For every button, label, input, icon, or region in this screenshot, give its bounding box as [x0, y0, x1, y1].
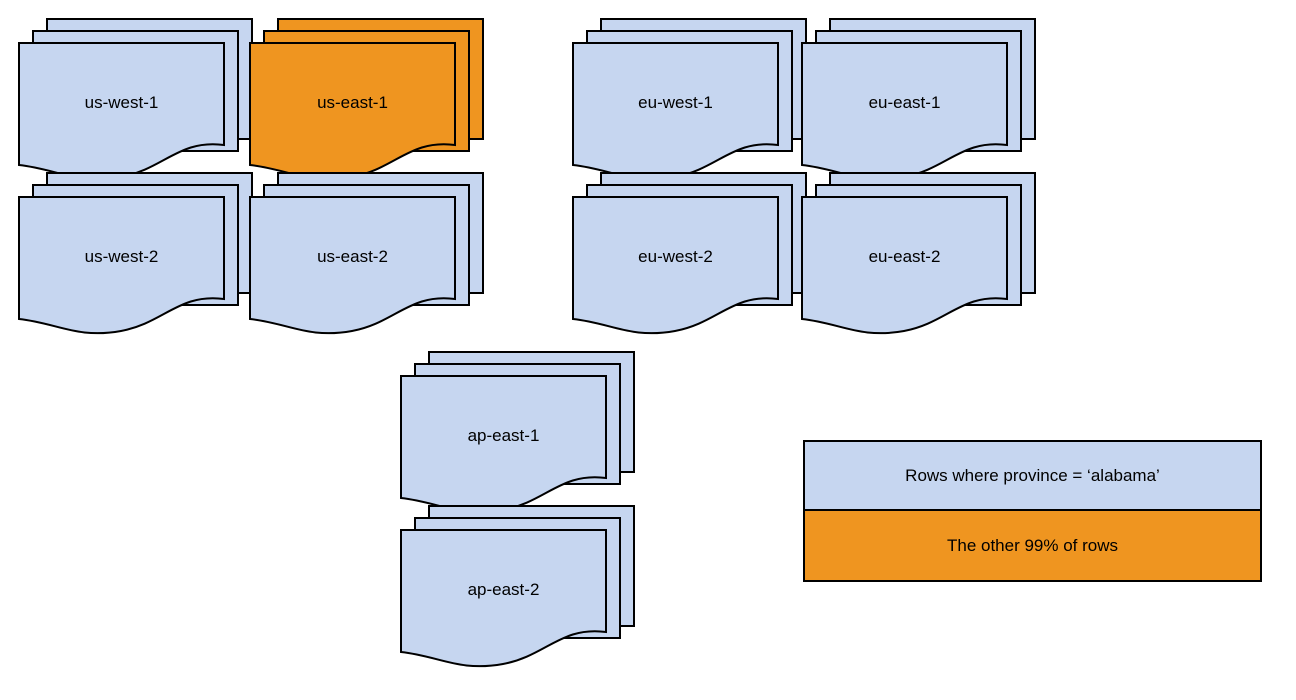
legend-item-alabama-rows: Rows where province = ‘alabama’ [805, 442, 1260, 511]
document-stack-icon [400, 505, 635, 668]
document-stack-icon [801, 172, 1036, 335]
document-stack-icon [18, 172, 253, 335]
document-stack-icon [801, 18, 1036, 181]
document-stack-eu-west-1[interactable]: eu-west-1 [572, 18, 818, 213]
document-stack-ap-east-2[interactable]: ap-east-2 [400, 505, 646, 700]
document-stack-us-west-1[interactable]: us-west-1 [18, 18, 264, 213]
document-stack-ap-east-1[interactable]: ap-east-1 [400, 351, 646, 546]
document-stack-us-west-2[interactable]: us-west-2 [18, 172, 264, 367]
document-stack-us-east-2[interactable]: us-east-2 [249, 172, 495, 367]
document-stack-icon [572, 18, 807, 181]
document-stack-us-east-1[interactable]: us-east-1 [249, 18, 495, 213]
legend-label: Rows where province = ‘alabama’ [905, 465, 1160, 485]
legend: Rows where province = ‘alabama’ The othe… [803, 440, 1262, 582]
document-stack-eu-west-2[interactable]: eu-west-2 [572, 172, 818, 367]
document-stack-icon [18, 18, 253, 181]
legend-item-other-rows: The other 99% of rows [805, 511, 1260, 580]
document-stack-icon [249, 18, 484, 181]
document-stack-icon [400, 351, 635, 514]
document-stack-eu-east-2[interactable]: eu-east-2 [801, 172, 1047, 367]
document-stack-icon [249, 172, 484, 335]
legend-label: The other 99% of rows [946, 535, 1119, 555]
document-stack-icon [572, 172, 807, 335]
diagram-canvas: us-west-1 us-east-1 eu-west-1 eu-east-1 [18, 18, 1262, 668]
